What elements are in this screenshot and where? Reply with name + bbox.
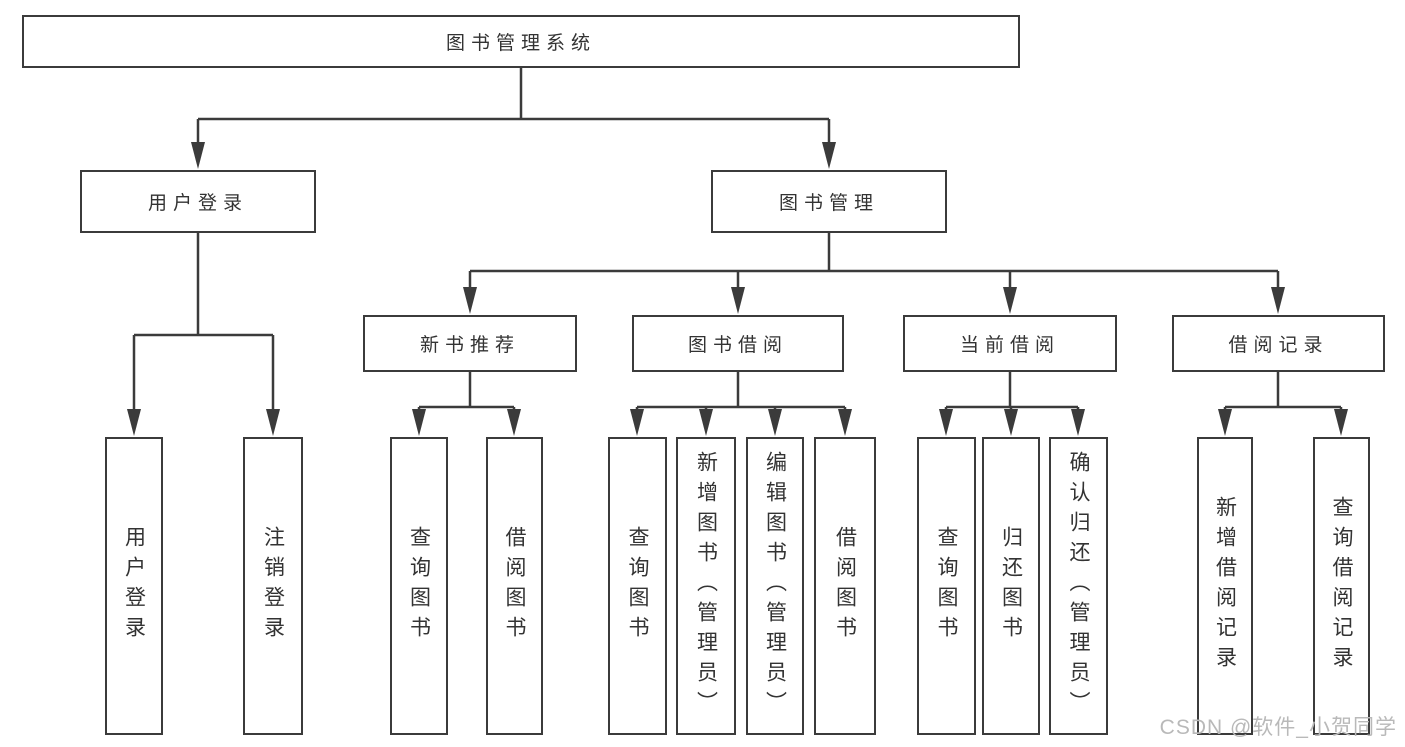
connector-bookborrow-to-leaves	[635, 372, 847, 411]
leaf-newbook-query-books-label: 查询图书	[407, 526, 431, 646]
leaf-borrow-query-books: 查询图书	[608, 437, 667, 735]
leaf-borrow-borrow-books: 借阅图书	[814, 437, 876, 735]
node-current-borrow: 当前借阅	[903, 315, 1117, 372]
connector-root-to-level2	[196, 68, 831, 144]
leaf-borrow-borrow-books-label: 借阅图书	[833, 526, 857, 646]
leaf-borrow-edit-books-admin-label: 编辑图书（管理员）	[763, 451, 787, 721]
leaf-newbook-borrow-books-label: 借阅图书	[503, 526, 526, 646]
leaf-records-add-record: 新增借阅记录	[1197, 437, 1253, 735]
arrowheads	[127, 142, 1348, 436]
connector-newbook-to-leaves	[417, 372, 516, 411]
leaf-newbook-query-books: 查询图书	[390, 437, 448, 735]
leaf-borrow-query-books-label: 查询图书	[626, 526, 649, 646]
leaf-current-confirm-return-admin: 确认归还（管理员）	[1049, 437, 1108, 735]
leaf-current-return-books-label: 归还图书	[999, 526, 1023, 646]
leaf-current-return-books: 归还图书	[982, 437, 1040, 735]
leaf-logout-login: 注销登录	[243, 437, 303, 735]
node-user-login: 用户登录	[80, 170, 316, 233]
connector-bookmgmt-to-level3	[468, 233, 1280, 289]
leaf-logout-login-label: 注销登录	[261, 526, 285, 646]
node-book-management: 图书管理	[711, 170, 947, 233]
node-new-book-recommend: 新书推荐	[363, 315, 577, 372]
node-library-management-system: 图书管理系统	[22, 15, 1020, 68]
connector-currentborrow-to-leaves	[944, 372, 1080, 411]
connector-borrowrecords-to-leaves	[1223, 372, 1343, 411]
leaf-records-query-record: 查询借阅记录	[1313, 437, 1370, 735]
connector-userlogin-to-leaves	[132, 233, 275, 411]
leaf-user-login: 用户登录	[105, 437, 163, 735]
leaf-records-add-record-label: 新增借阅记录	[1213, 496, 1237, 676]
leaf-user-login-label: 用户登录	[122, 526, 146, 646]
leaf-borrow-add-books-admin: 新增图书（管理员）	[676, 437, 736, 735]
leaf-borrow-add-books-admin-label: 新增图书（管理员）	[694, 451, 718, 721]
leaf-current-query-books-label: 查询图书	[935, 526, 958, 646]
leaf-records-query-record-label: 查询借阅记录	[1330, 496, 1353, 676]
leaf-newbook-borrow-books: 借阅图书	[486, 437, 543, 735]
leaf-current-query-books: 查询图书	[917, 437, 976, 735]
node-borrow-records: 借阅记录	[1172, 315, 1385, 372]
leaf-borrow-edit-books-admin: 编辑图书（管理员）	[746, 437, 804, 735]
node-book-borrow: 图书借阅	[632, 315, 844, 372]
leaf-current-confirm-return-admin-label: 确认归还（管理员）	[1067, 451, 1090, 721]
